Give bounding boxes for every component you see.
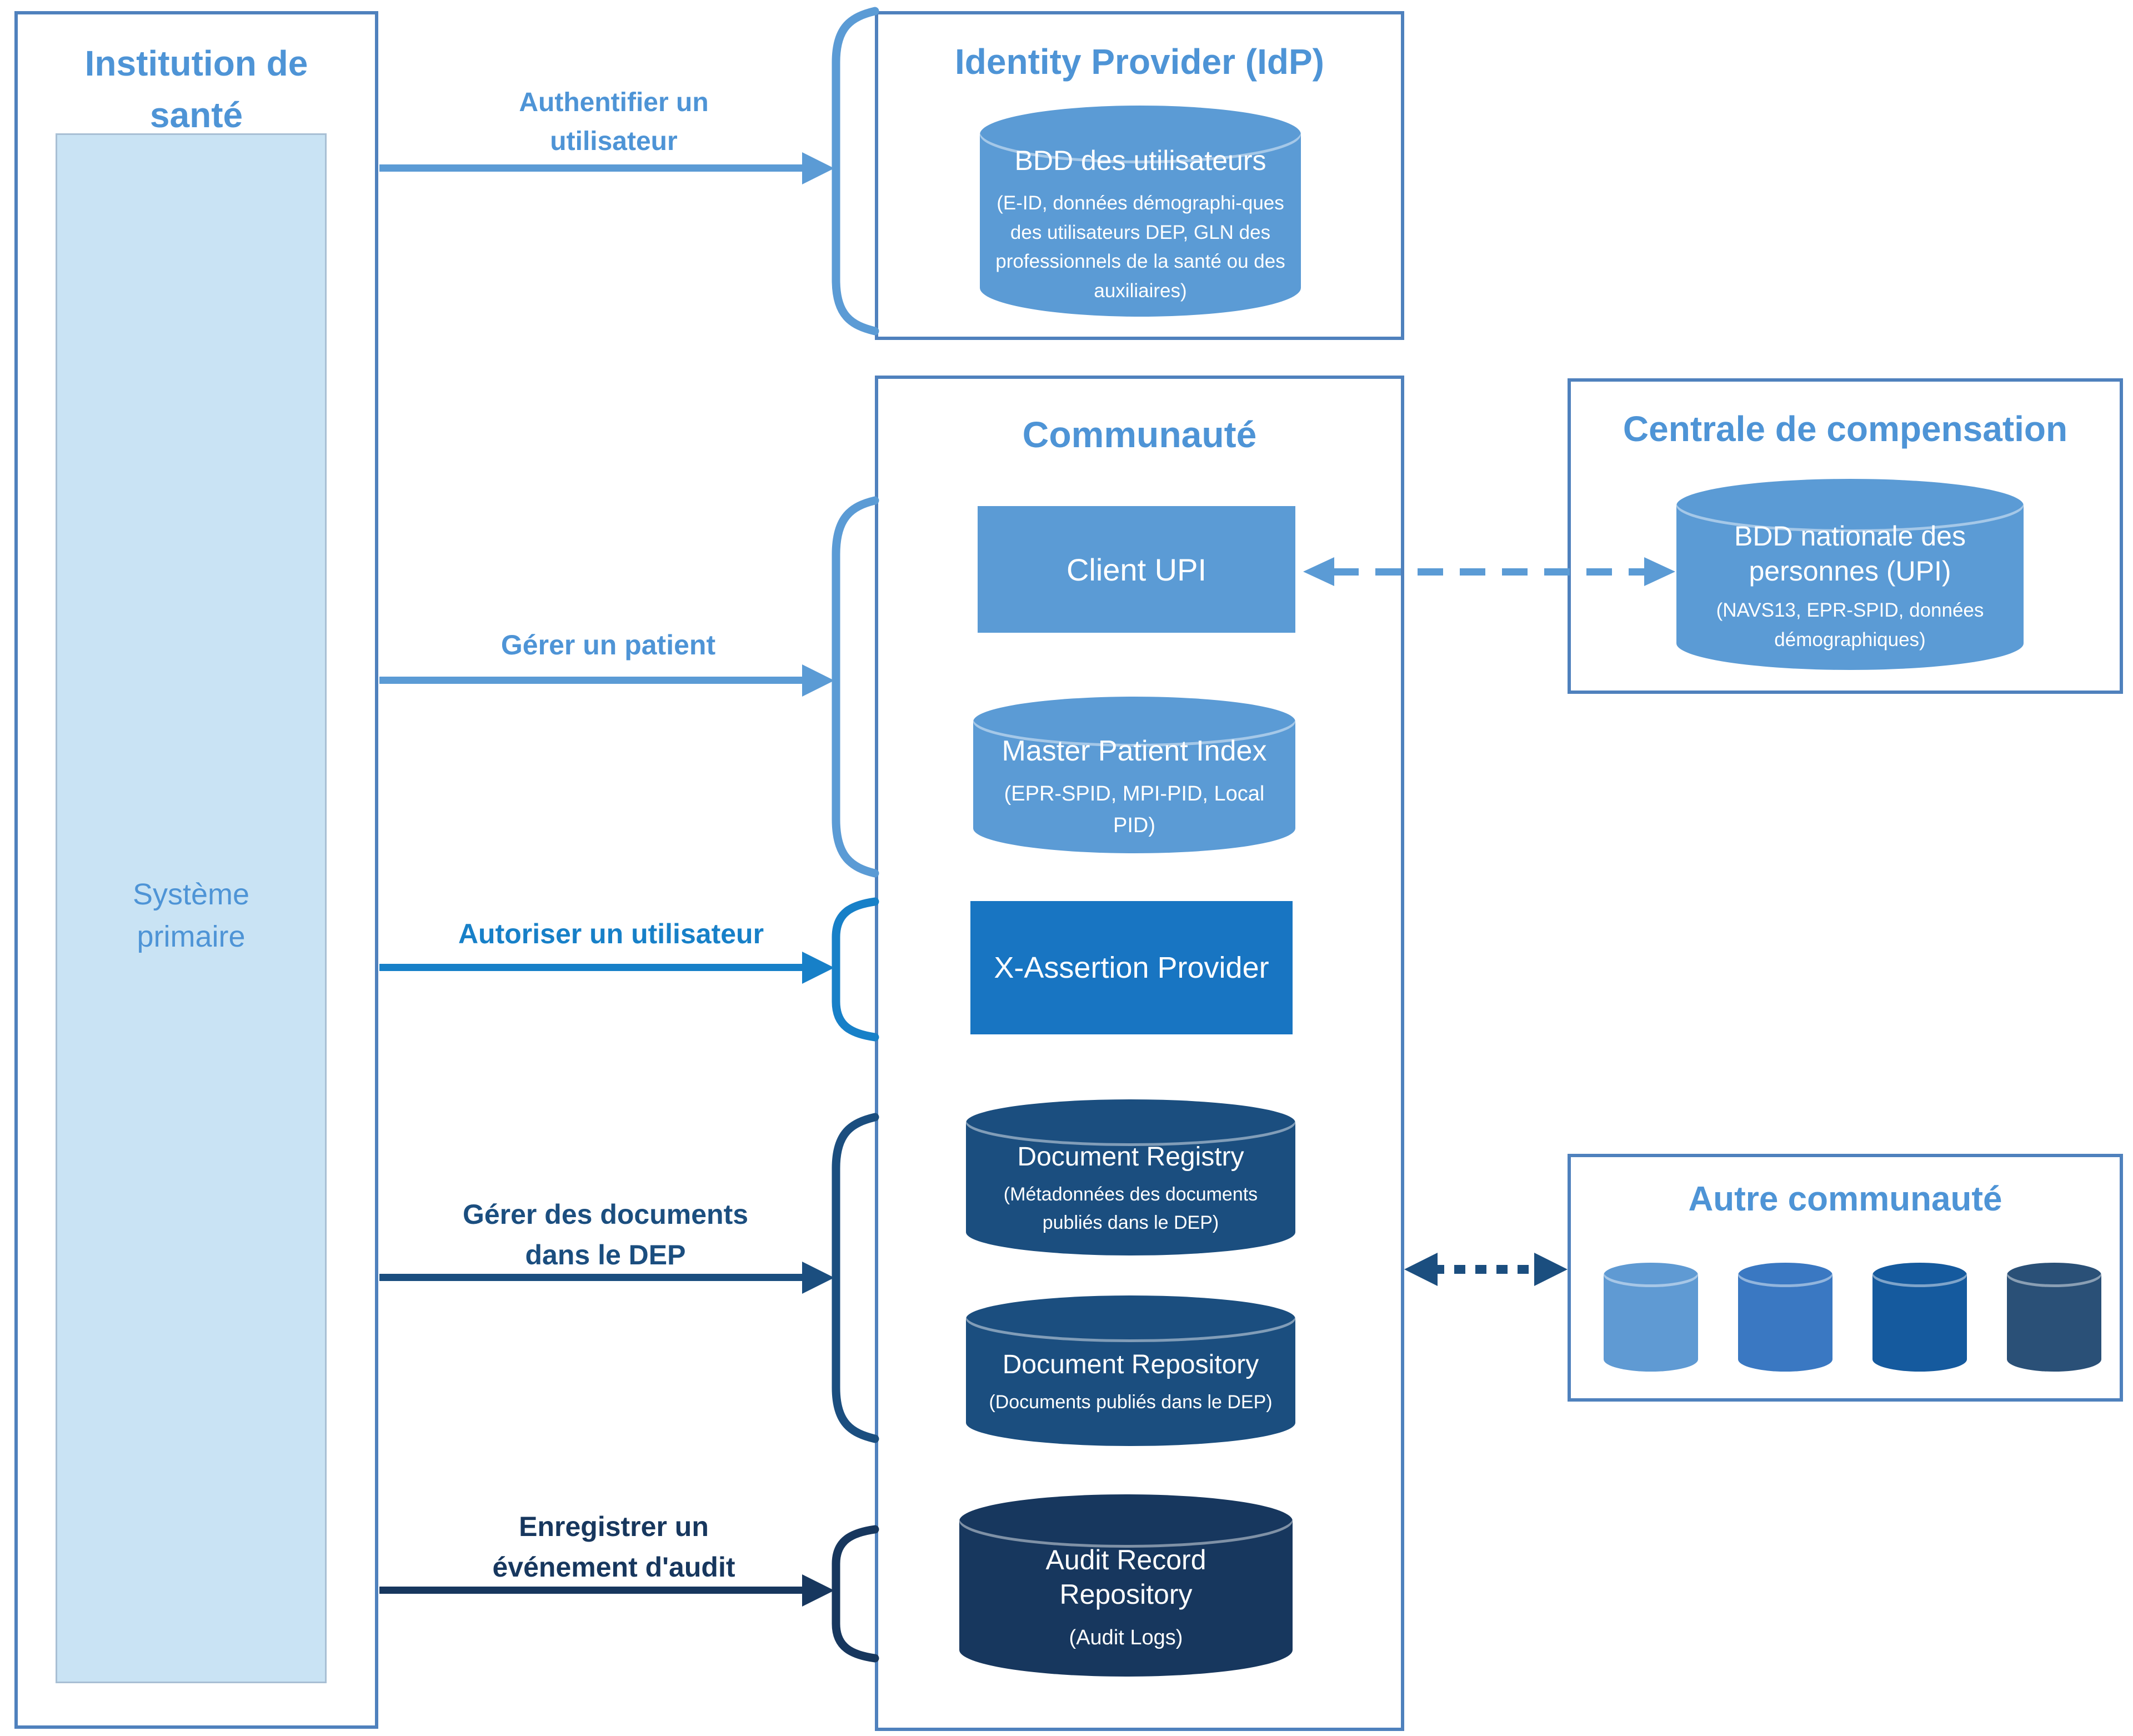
other-community-cylinder-1 xyxy=(1604,1263,1698,1372)
other-community-cylinder-2-body xyxy=(1738,1275,1832,1372)
manage-documents-arrowhead-icon xyxy=(802,1262,834,1294)
manage-patient-arrowhead-icon xyxy=(802,664,834,697)
upi-dashed-right-arrowhead-icon xyxy=(1644,557,1675,586)
document-registry-cylinder: Document Registry (Métadonnées des docum… xyxy=(966,1099,1295,1255)
record-audit-arrowhead-icon xyxy=(802,1574,834,1607)
flow-label-authorize: Autoriser un utilisateur xyxy=(458,918,764,949)
institution-title: Institution de santé xyxy=(84,43,308,135)
users-db-title: BDD des utilisateurs xyxy=(1014,144,1266,176)
national-persons-db-cylinder-body xyxy=(1676,506,2024,670)
other-community-cylinder-1-body xyxy=(1604,1275,1698,1372)
mpi-detail: (EPR-SPID, MPI-PID, Local PID) xyxy=(1004,782,1265,837)
document-repository-title: Document Repository xyxy=(1002,1349,1259,1379)
record-audit-brace xyxy=(832,1525,879,1663)
national-persons-db-title: BDD nationale des personnes (UPI) xyxy=(1734,521,1966,587)
users-db-cylinder-body xyxy=(980,134,1301,317)
flow-label-manage-documents: Gérer des documents dans le DEP xyxy=(462,1199,749,1270)
idp-title: Identity Provider (IdP) xyxy=(955,42,1324,82)
manage-patient-arrow xyxy=(379,677,803,684)
primary-system-label: Système primaire xyxy=(132,878,250,953)
upi-dashed-left-arrowhead-icon xyxy=(1303,557,1334,586)
audit-record-repository-detail: (Audit Logs) xyxy=(1069,1625,1183,1649)
document-repository-cylinder-top xyxy=(966,1295,1295,1342)
audit-record-repository-cylinder: Audit Record Repository (Audit Logs) xyxy=(959,1494,1293,1677)
institution-box: Institution de santé Système primaire xyxy=(14,11,378,1729)
client-upi-box: Client UPI xyxy=(978,506,1295,633)
mpi-cylinder: Master Patient Index (EPR-SPID, MPI-PID,… xyxy=(973,697,1295,853)
manage-patient-brace xyxy=(832,496,879,878)
other-community-cylinder-3-top xyxy=(1872,1263,1967,1287)
document-registry-cylinder-top xyxy=(966,1099,1295,1146)
other-community-cylinder-2-top xyxy=(1738,1263,1832,1287)
other-community-cylinder-4-top xyxy=(2007,1263,2101,1287)
document-registry-detail: (Métadonnées des documents publiés dans … xyxy=(1003,1183,1258,1233)
flow-label-manage-patient: Gérer un patient xyxy=(500,629,716,661)
inter-community-dotted-link xyxy=(1433,1265,1539,1274)
inter-community-left-arrowhead-icon xyxy=(1404,1253,1438,1286)
national-persons-db-cylinder-top xyxy=(1676,479,2024,532)
users-db-cylinder-top xyxy=(980,106,1301,163)
authenticate-arrow xyxy=(379,164,803,172)
upi-dashed-link xyxy=(1333,568,1648,576)
document-repository-cylinder: Document Repository (Documents publiés d… xyxy=(966,1295,1295,1446)
authorize-arrow xyxy=(379,964,803,971)
primary-system-box: Système primaire xyxy=(56,133,327,1683)
document-registry-title: Document Registry xyxy=(1017,1142,1244,1172)
flow-label-record-audit: Enregistrer un événement d'audit xyxy=(492,1511,735,1583)
record-audit-arrow xyxy=(379,1587,803,1594)
idp-brace xyxy=(832,7,879,336)
x-assertion-box: X-Assertion Provider xyxy=(970,901,1293,1034)
authorize-brace xyxy=(832,897,879,1042)
mpi-cylinder-top xyxy=(973,697,1295,747)
other-community-cylinder-4 xyxy=(2007,1263,2101,1372)
other-community-cylinder-3-body xyxy=(1872,1275,1967,1372)
inter-community-right-arrowhead-icon xyxy=(1534,1253,1568,1286)
authorize-arrowhead-icon xyxy=(802,952,834,984)
other-community-cylinder-4-body xyxy=(2007,1275,2101,1372)
other-community-title: Autre communauté xyxy=(1688,1180,2002,1218)
central-compensation-title: Centrale de compensation xyxy=(1623,409,2068,449)
manage-documents-arrow xyxy=(379,1274,803,1281)
audit-record-repository-title: Audit Record Repository xyxy=(1045,1544,1206,1610)
other-community-cylinder-2 xyxy=(1738,1263,1832,1372)
community-title: Communauté xyxy=(1022,414,1257,455)
document-repository-detail: (Documents publiés dans le DEP) xyxy=(989,1391,1273,1413)
manage-documents-brace xyxy=(832,1113,879,1443)
users-db-cylinder: BDD des utilisateurs (E-ID, données démo… xyxy=(980,106,1301,317)
users-db-detail: (E-ID, données démographi-ques des utili… xyxy=(995,192,1285,302)
national-persons-db-detail: (NAVS13, EPR-SPID, données démographique… xyxy=(1716,599,1984,651)
authenticate-arrowhead-icon xyxy=(802,152,834,184)
flow-label-authenticate: Authentifier un utilisateur xyxy=(519,88,709,156)
national-persons-db-cylinder: BDD nationale des personnes (UPI) (NAVS1… xyxy=(1676,479,2024,670)
other-community-cylinder-3 xyxy=(1872,1263,1967,1372)
audit-record-repository-cylinder-top xyxy=(959,1494,1293,1548)
other-community-cylinder-1-top xyxy=(1604,1263,1698,1287)
mpi-title: Master Patient Index xyxy=(1002,734,1267,767)
